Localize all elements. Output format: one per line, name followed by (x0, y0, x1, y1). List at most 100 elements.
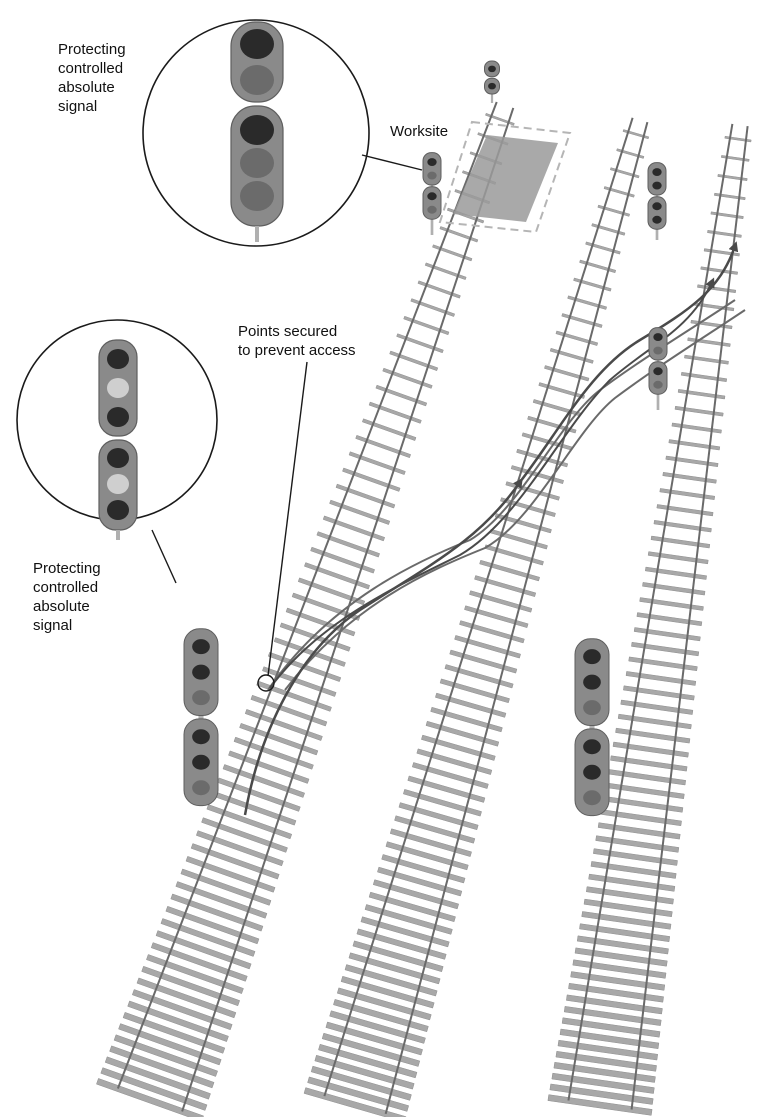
track-sleeper (593, 849, 677, 866)
signal-head-icon (649, 328, 667, 360)
top-signal-label-line: signal (58, 97, 126, 116)
signal-lamp (107, 500, 129, 520)
signal-lamp (192, 780, 210, 795)
track-sleeper (657, 504, 713, 516)
signal-lamp (583, 739, 601, 754)
signal-lamp (427, 206, 436, 214)
top-callout (143, 20, 369, 246)
signal-lamp (240, 148, 274, 178)
track-sleeper (634, 627, 700, 640)
track-sleeper (681, 372, 727, 381)
track-sleeper (678, 389, 725, 399)
track-sleeper (603, 796, 683, 812)
track-sleeper (660, 488, 715, 499)
worksite-layer (440, 122, 570, 232)
signal-lamp (653, 333, 662, 341)
signal-head-icon (423, 187, 441, 219)
right-far-signal (648, 163, 666, 240)
signal-head-icon (648, 163, 666, 195)
signal-lamp (652, 202, 661, 210)
track-sleeper (623, 686, 694, 700)
left-signal (184, 629, 218, 806)
worksite-label-text: Worksite (390, 122, 448, 141)
top-signal-label-line: controlled (58, 59, 126, 78)
worksite-area-icon (453, 135, 558, 222)
worksite-label: Worksite (390, 122, 448, 141)
signal-lamp (583, 765, 601, 780)
track-sleeper (626, 671, 696, 685)
signal-lamp (488, 66, 496, 73)
left-signal-label: Protecting controlled absolute signal (33, 559, 101, 635)
track-sleeper (596, 836, 679, 853)
track-sleeper (608, 769, 686, 785)
signal-lamp (583, 790, 601, 805)
points-label-line: to prevent access (238, 341, 356, 360)
track-sleeper (631, 642, 698, 656)
track-sleeper (621, 700, 693, 715)
crossover-signal (649, 328, 667, 410)
track-sleeper (642, 582, 705, 595)
track-sleeper (610, 756, 687, 771)
left-signal-label-line: Protecting (33, 559, 101, 578)
points-label: Points secured to prevent access (238, 322, 356, 360)
track-sleeper (648, 552, 708, 564)
track-sleeper (640, 598, 704, 611)
far-signal (485, 61, 500, 103)
left-signal-label-line: absolute (33, 597, 101, 616)
signal-lamp (583, 649, 601, 664)
signal-lamp (192, 755, 210, 770)
top-signal-label: Protecting controlled absolute signal (58, 40, 126, 116)
signal-lamp (488, 83, 496, 90)
top-callout-leader (362, 155, 422, 170)
track-sleeper (663, 472, 717, 483)
track-sleeper (684, 355, 728, 364)
track-sleeper (675, 406, 723, 416)
signal-lamp (107, 378, 129, 398)
signal-lamp (192, 729, 210, 744)
signal-lamp (583, 675, 601, 690)
track-sleeper (637, 613, 702, 626)
signal-lamp (653, 381, 662, 389)
track-sleeper (645, 567, 706, 579)
track-sleeper (616, 728, 690, 743)
top-signal-label-line: absolute (58, 78, 126, 97)
lower-right-signal (575, 639, 609, 816)
points-label-line: Points secured (238, 322, 356, 341)
left-signal-label-line: signal (33, 616, 101, 635)
left-signal-label-line: controlled (33, 578, 101, 597)
track-sleeper (601, 810, 682, 826)
signal-lamp (427, 172, 436, 180)
tracks-layer (96, 102, 751, 1117)
track-sleeper (598, 823, 680, 839)
track-sleeper (605, 783, 684, 799)
signal-head-icon (648, 197, 666, 229)
track-sleeper (701, 267, 738, 275)
track-sleeper (654, 520, 712, 532)
signal-lamp (107, 474, 129, 494)
signal-lamp (652, 182, 661, 190)
signal-lamp (652, 168, 661, 176)
signal-lamp (427, 158, 436, 166)
signal-lamp (653, 347, 662, 355)
signal-lamp (583, 700, 601, 715)
signal-lamp (652, 216, 661, 224)
signal-lamp (107, 407, 129, 427)
track-right (548, 124, 751, 1115)
signal-lamp (240, 181, 274, 211)
track-rail (182, 108, 513, 1112)
track-left (96, 102, 514, 1117)
track-sleeper (688, 338, 731, 347)
track-sleeper (651, 536, 710, 548)
track-sleeper (672, 423, 722, 433)
left-callout (17, 320, 217, 540)
track-sleeper (613, 742, 689, 757)
signal-lamp (192, 665, 210, 680)
left-callout-leader (152, 530, 176, 583)
track-sleeper (618, 714, 691, 729)
track-sleeper (666, 456, 718, 467)
track-sleeper (669, 440, 720, 450)
signal-lamp (192, 639, 210, 654)
signal-head-icon (423, 153, 441, 185)
